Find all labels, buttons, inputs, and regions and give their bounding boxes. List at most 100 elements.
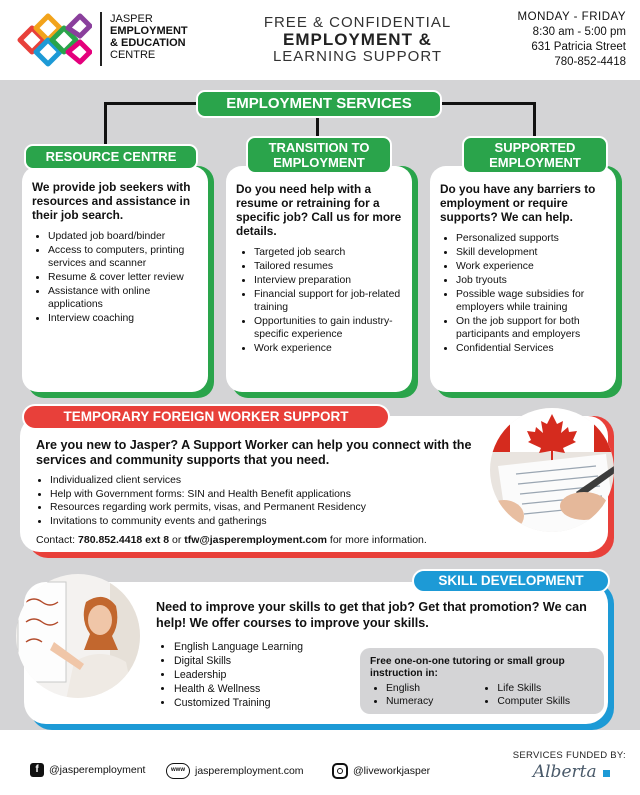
tfw-contact: Contact: 780.852.4418 ext 8 or tfw@jaspe… (36, 534, 427, 546)
header: JASPER EMPLOYMENT & EDUCATION CENTRE FRE… (0, 0, 640, 80)
list-item: Work experience (456, 260, 606, 273)
office-hours: MONDAY - FRIDAY 8:30 am - 5:00 pm 631 Pa… (518, 10, 626, 70)
list-item: English Language Learning (174, 640, 354, 654)
list-item: Confidential Services (456, 342, 606, 355)
list-item: Financial support for job-related traini… (254, 288, 402, 314)
list-item: Skill development (456, 246, 606, 259)
funded-by-label: SERVICES FUNDED BY: (512, 750, 626, 761)
alberta-mark-icon (603, 770, 610, 777)
facebook-handle: @jasperemployment (49, 764, 146, 776)
contact-phone-link[interactable]: 780.852.4418 ext 8 (78, 534, 170, 546)
skill-list: English Language Learning Digital Skills… (174, 640, 354, 710)
org-name-line: & EDUCATION (110, 37, 186, 49)
tfw-title: TEMPORARY FOREIGN WORKER SUPPORT (22, 404, 390, 430)
connector-line (104, 102, 107, 152)
list-item: Help with Government forms: SIN and Heal… (50, 488, 490, 502)
connector-line (533, 102, 536, 144)
employment-services-title: EMPLOYMENT SERVICES (196, 90, 442, 118)
list-item: Resume & cover letter review (48, 271, 196, 284)
list-item: Possible wage subsidies for employers wh… (456, 288, 606, 314)
tutoring-list-1: English Numeracy (370, 682, 433, 708)
office-address: 631 Patricia Street (531, 41, 626, 53)
jeec-logo-icon (17, 13, 92, 67)
list-item: Access to computers, printing services a… (48, 244, 196, 270)
list-item: Job tryouts (456, 274, 606, 287)
list-item: On the job support for both participants… (456, 315, 606, 341)
tagline-line: FREE & CONFIDENTIAL (263, 14, 452, 31)
facebook-link[interactable]: f @jasperemployment (30, 763, 145, 777)
tutoring-list-2: Life Skills Computer Skills (481, 682, 570, 708)
connector-line (316, 102, 319, 144)
supported-list: Personalized supports Skill development … (440, 232, 606, 355)
alberta-logo: Alberta (533, 762, 610, 782)
contact-email-link[interactable]: tfw@jasperemployment.com (184, 534, 327, 546)
transition-title-line: EMPLOYMENT (273, 155, 365, 170)
canada-form-photo (490, 408, 614, 532)
contact-suffix: for more information. (327, 534, 427, 546)
org-name-line: EMPLOYMENT (110, 25, 188, 37)
funder-name: Alberta (532, 762, 597, 782)
resource-centre-lead: We provide job seekers with resources an… (32, 180, 191, 222)
org-name-line: CENTRE (110, 49, 156, 61)
skill-lead: Need to improve your skills to get that … (156, 600, 587, 630)
org-name-line: JASPER (110, 13, 153, 25)
instagram-handle: @liveworkjasper (353, 765, 431, 777)
list-item: Numeracy (386, 695, 433, 708)
list-item: Computer Skills (497, 695, 570, 708)
list-item: English (386, 682, 433, 695)
instagram-icon (332, 763, 348, 779)
org-name: JASPER EMPLOYMENT & EDUCATION CENTRE (110, 13, 188, 61)
office-times: 8:30 am - 5:00 pm (532, 26, 626, 38)
supported-title-line: EMPLOYMENT (489, 155, 581, 170)
footer: f @jasperemployment www jasperemployment… (0, 730, 640, 795)
list-item: Personalized supports (456, 232, 606, 245)
resource-centre-list: Updated job board/binder Access to compu… (32, 230, 196, 325)
list-item: Invitations to community events and gath… (50, 515, 490, 529)
supported-title: SUPPORTED EMPLOYMENT (462, 136, 608, 174)
list-item: Leadership (174, 668, 354, 682)
resource-centre-title: RESOURCE CENTRE (24, 144, 198, 170)
list-item: Opportunities to gain industry-specific … (254, 315, 402, 341)
services-panel: EMPLOYMENT SERVICES We provide job seeke… (0, 80, 640, 730)
office-phone[interactable]: 780-852-4418 (554, 56, 626, 68)
supported-title-line: SUPPORTED (494, 140, 576, 155)
website-url: jasperemployment.com (195, 765, 304, 777)
transition-lead: Do you need help with a resume or retrai… (236, 182, 402, 238)
tagline-line: LEARNING SUPPORT (272, 48, 443, 65)
logo-divider (100, 12, 102, 66)
transition-title: TRANSITION TO EMPLOYMENT (246, 136, 392, 174)
tagline-line: EMPLOYMENT & (283, 30, 432, 49)
resource-centre-card: We provide job seekers with resources an… (22, 166, 208, 392)
list-item: Assistance with online applications (48, 285, 196, 311)
transition-title-line: TRANSITION TO (268, 140, 370, 155)
tagline: FREE & CONFIDENTIAL EMPLOYMENT & LEARNIN… (250, 14, 465, 65)
skill-title: SKILL DEVELOPMENT (412, 569, 610, 593)
list-item: Tailored resumes (254, 260, 402, 273)
list-item: Updated job board/binder (48, 230, 196, 243)
list-item: Interview preparation (254, 274, 402, 287)
tfw-lead: Are you new to Jasper? A Support Worker … (36, 438, 472, 467)
tutoring-box: Free one-on-one tutoring or small group … (360, 648, 604, 714)
contact-prefix: Contact: (36, 534, 79, 546)
tutoring-title: Free one-on-one tutoring or small group … (370, 656, 565, 679)
instagram-link[interactable]: @liveworkjasper (332, 763, 430, 779)
list-item: Work experience (254, 342, 402, 355)
transition-card: Do you need help with a resume or retrai… (226, 166, 412, 392)
facebook-icon: f (30, 763, 44, 777)
list-item: Customized Training (174, 696, 354, 710)
list-item: Resources regarding work permits, visas,… (50, 501, 490, 515)
website-link[interactable]: www jasperemployment.com (166, 763, 304, 779)
list-item: Life Skills (497, 682, 570, 695)
tfw-list: Individualized client services Help with… (50, 474, 490, 528)
list-item: Individualized client services (50, 474, 490, 488)
globe-icon: www (166, 763, 190, 779)
list-item: Interview coaching (48, 312, 196, 325)
supported-lead: Do you have any barriers to employment o… (440, 182, 596, 224)
contact-or: or (169, 534, 185, 546)
office-days: MONDAY - FRIDAY (517, 11, 626, 23)
list-item: Health & Wellness (174, 682, 354, 696)
presenter-photo (16, 574, 140, 698)
list-item: Targeted job search (254, 246, 402, 259)
list-item: Digital Skills (174, 654, 354, 668)
supported-card: Do you have any barriers to employment o… (430, 166, 616, 392)
